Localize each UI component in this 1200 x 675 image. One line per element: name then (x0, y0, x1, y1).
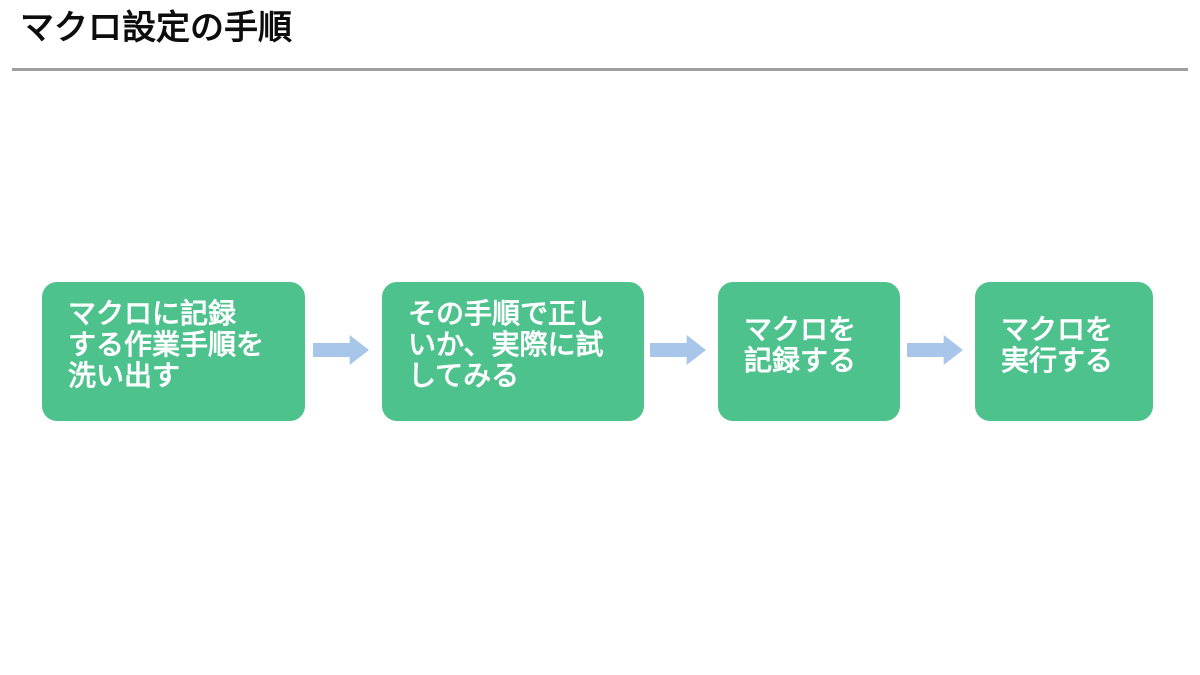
step-2-line-1: その手順で正し (408, 298, 605, 329)
step-1-line-2: する作業手順を (68, 329, 265, 360)
step-1-line-1: マクロに記録 (68, 298, 237, 329)
step-3-line-2: 記録する (744, 344, 857, 376)
step-2-line-3: してみる (408, 360, 520, 391)
right-arrow-shape (907, 335, 963, 365)
right-arrow-icon (313, 335, 369, 365)
right-arrow-shape (313, 335, 369, 365)
flow-step-3: マクロを 記録する (718, 282, 900, 421)
step-4-line-1: マクロを (1001, 313, 1114, 345)
right-arrow-shape (650, 335, 706, 365)
flow-step-4: マクロを 実行する (975, 282, 1153, 421)
page-title: マクロ設定の手順 (20, 9, 292, 47)
flow-step-1: マクロに記録 する作業手順を 洗い出す (42, 282, 305, 421)
step-2-line-2: いか、実際に試 (408, 329, 604, 360)
step-3-line-1: マクロを (744, 313, 857, 345)
step-1-line-3: 洗い出す (68, 360, 181, 391)
right-arrow-icon (907, 335, 963, 365)
right-arrow-icon (650, 335, 706, 365)
step-4-line-2: 実行する (1001, 344, 1114, 376)
flow-step-2: その手順で正し いか、実際に試 してみる (382, 282, 644, 421)
title-divider (12, 68, 1188, 71)
